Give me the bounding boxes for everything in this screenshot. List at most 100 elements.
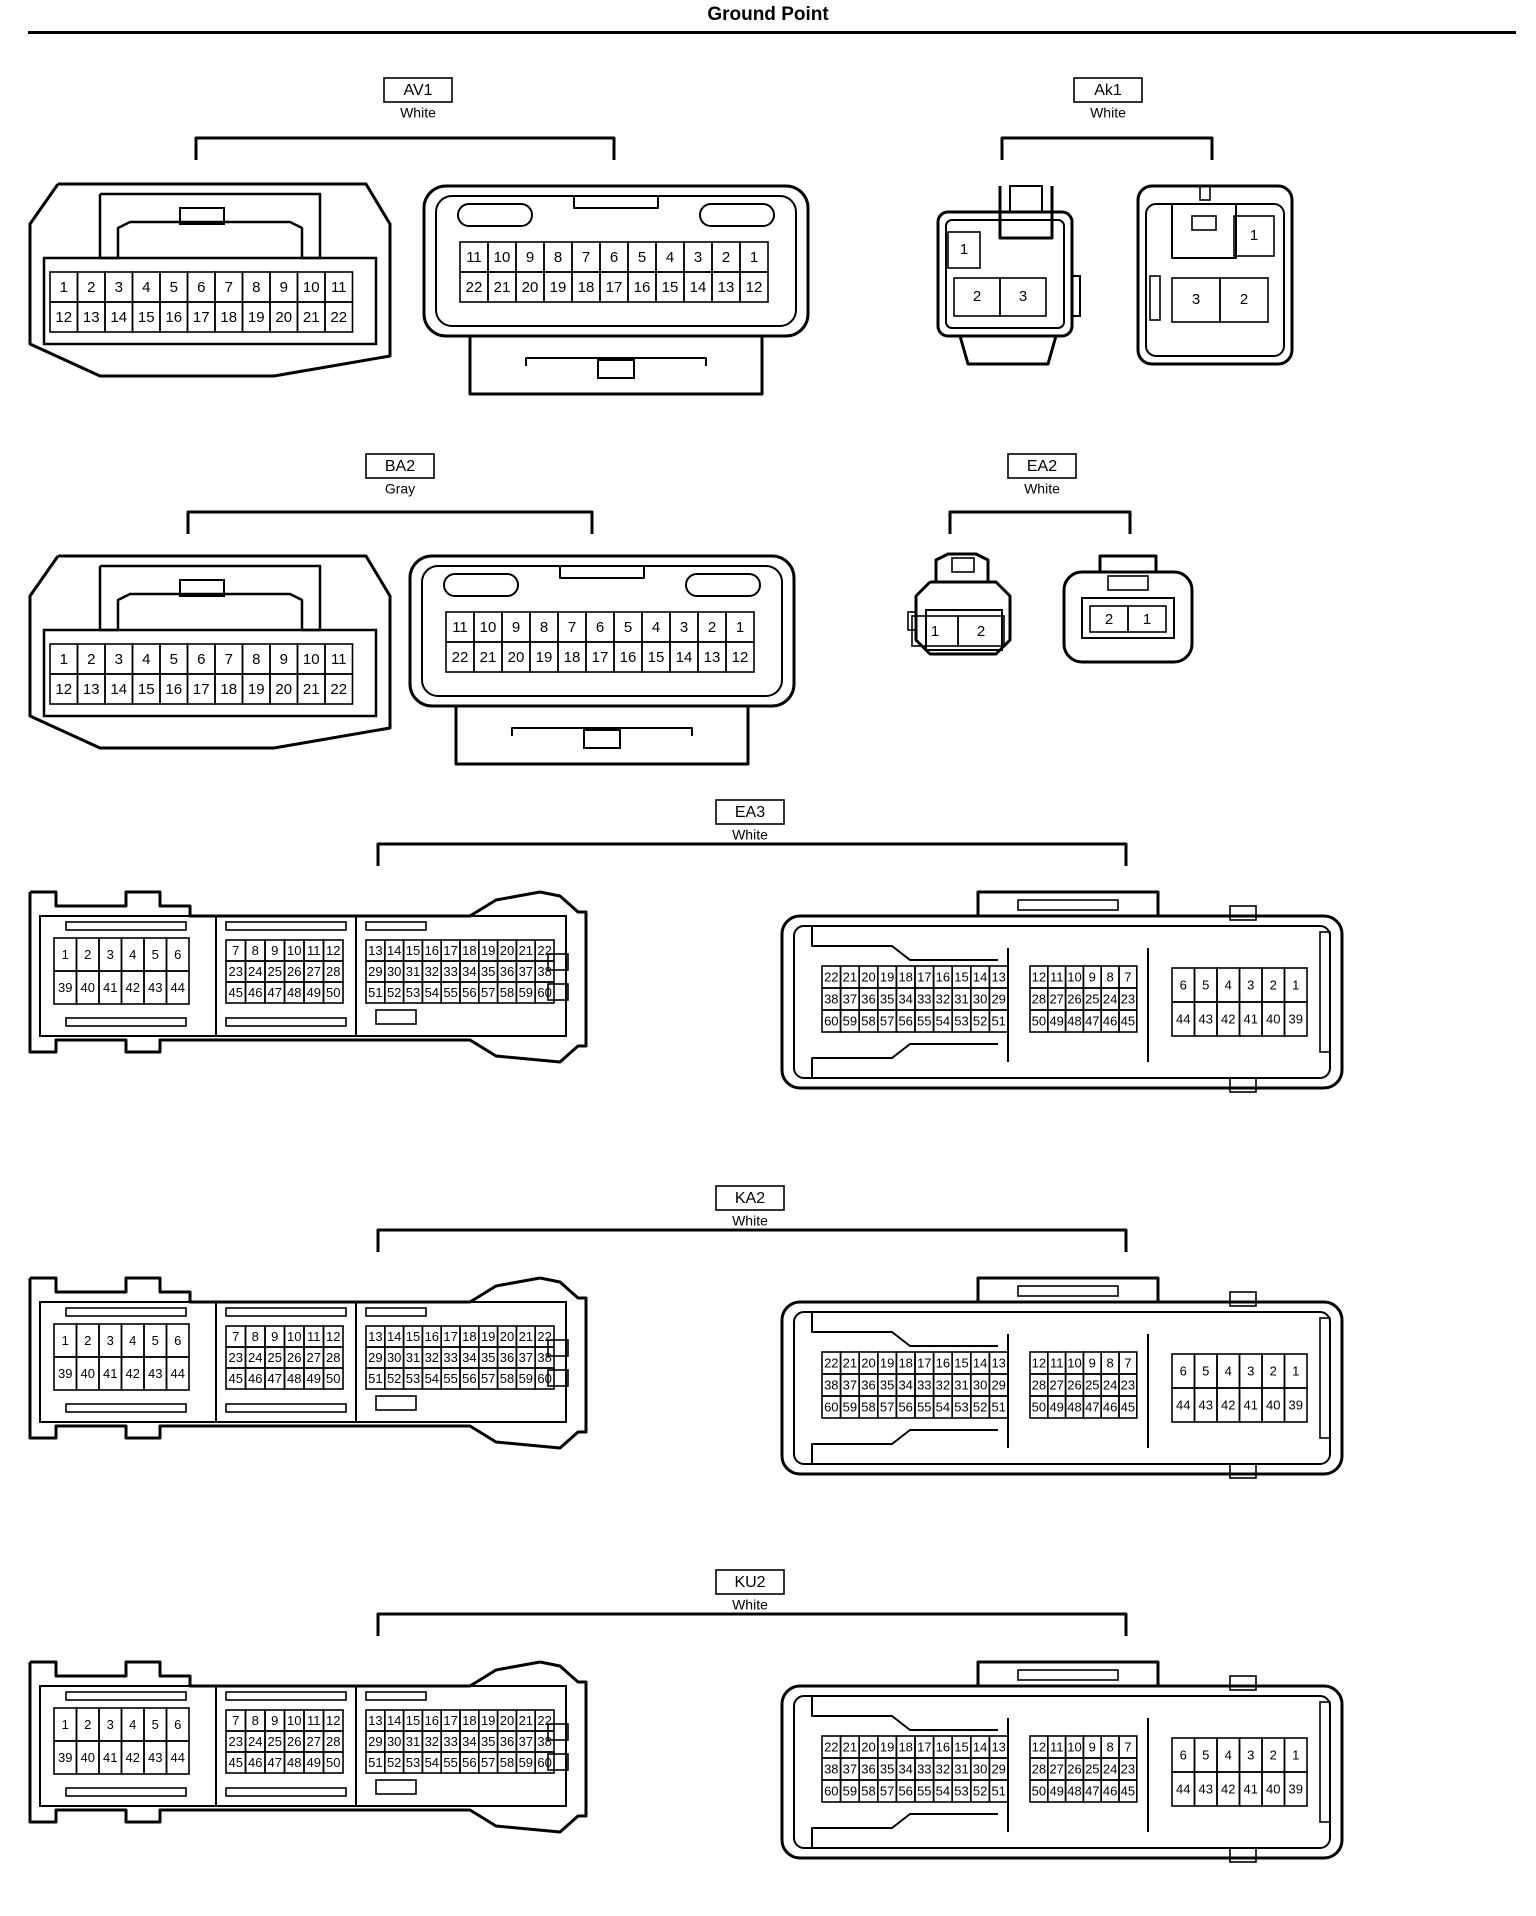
pin-number: 1 bbox=[931, 623, 939, 640]
pin-number: 11 bbox=[466, 249, 482, 266]
pin-number: 36 bbox=[500, 964, 514, 979]
pin-number: 22 bbox=[824, 1355, 838, 1370]
pin-number: 35 bbox=[481, 964, 495, 979]
housing-outline bbox=[408, 554, 796, 708]
pin-number: 16 bbox=[620, 649, 637, 666]
pin-number: 25 bbox=[268, 1350, 282, 1365]
pin-number: 16 bbox=[634, 279, 651, 296]
pin-number: 41 bbox=[1244, 1397, 1258, 1412]
pin-number: 13 bbox=[991, 969, 1005, 984]
pin-number: 45 bbox=[229, 1371, 243, 1386]
pin-number: 2 bbox=[84, 947, 91, 962]
pin-number: 48 bbox=[287, 985, 301, 1000]
connector-id: KU2 bbox=[734, 1574, 765, 1591]
pin-number: 59 bbox=[843, 1013, 857, 1028]
pin-number: 37 bbox=[519, 1734, 533, 1749]
connector-label-box bbox=[1073, 77, 1143, 103]
pin-number: 14 bbox=[973, 1355, 987, 1370]
pin-number: 55 bbox=[917, 1013, 931, 1028]
pin-number: 10 bbox=[287, 1329, 301, 1344]
pin-number: 31 bbox=[954, 1377, 968, 1392]
pin-number: 54 bbox=[425, 1371, 439, 1386]
lock-tab bbox=[597, 359, 635, 379]
pin-number: 17 bbox=[917, 1739, 931, 1754]
pin-number: 28 bbox=[1032, 1377, 1046, 1392]
pin-number: 48 bbox=[287, 1371, 301, 1386]
pin-number: 8 bbox=[252, 279, 260, 296]
pin-number: 50 bbox=[1032, 1013, 1046, 1028]
pin-number: 15 bbox=[406, 943, 420, 958]
housing-outline bbox=[1136, 184, 1294, 366]
pin-number: 10 bbox=[303, 279, 320, 296]
pin-number: 7 bbox=[1124, 1355, 1131, 1370]
pin-number: 39 bbox=[1289, 1011, 1303, 1026]
base bbox=[958, 335, 1058, 366]
pin-number: 15 bbox=[662, 279, 679, 296]
pin-number: 29 bbox=[368, 1734, 382, 1749]
pin-number: 46 bbox=[248, 985, 262, 1000]
pin-number: 17 bbox=[443, 1329, 457, 1344]
pin-number: 46 bbox=[248, 1371, 262, 1386]
pin-number: 38 bbox=[537, 1350, 551, 1365]
pin-number: 15 bbox=[954, 1355, 968, 1370]
pin-number: 35 bbox=[880, 1377, 894, 1392]
lock-tab bbox=[583, 729, 621, 749]
pin-number: 13 bbox=[83, 681, 100, 698]
rail bbox=[365, 921, 427, 931]
pin-number: 53 bbox=[406, 1371, 420, 1386]
pin-number: 45 bbox=[229, 1755, 243, 1770]
pin-number: 59 bbox=[519, 985, 533, 1000]
pin-number: 47 bbox=[1085, 1013, 1099, 1028]
latch bbox=[934, 552, 990, 582]
connector-label-box bbox=[715, 1569, 785, 1595]
pin-number: 9 bbox=[512, 619, 520, 636]
pin-number: 4 bbox=[142, 651, 150, 668]
rail bbox=[65, 1017, 187, 1027]
pin-number: 47 bbox=[1085, 1783, 1099, 1798]
inner-frame bbox=[1081, 597, 1175, 639]
lock-rib bbox=[525, 357, 707, 366]
pin-number: 48 bbox=[1067, 1399, 1081, 1414]
pin-cell bbox=[1118, 1779, 1138, 1803]
pin-number: 1 bbox=[736, 619, 744, 636]
pin-number: 16 bbox=[425, 1329, 439, 1344]
key bbox=[547, 1723, 569, 1741]
pin-number: 6 bbox=[174, 1333, 181, 1348]
pin-number: 14 bbox=[110, 309, 127, 326]
pin-number: 33 bbox=[917, 991, 931, 1006]
pin-number: 21 bbox=[843, 1355, 857, 1370]
pin-number: 18 bbox=[462, 1329, 476, 1344]
pin-number: 54 bbox=[425, 1755, 439, 1770]
pin-number: 44 bbox=[1176, 1397, 1190, 1412]
pin-number: 4 bbox=[1225, 977, 1232, 992]
pin-number: 28 bbox=[326, 964, 340, 979]
pin-cell bbox=[1127, 605, 1167, 633]
pin-number: 23 bbox=[229, 964, 243, 979]
pin-number: 1 bbox=[750, 249, 758, 266]
pin-number: 6 bbox=[1180, 1363, 1187, 1378]
pin-number: 34 bbox=[462, 1350, 476, 1365]
pin-number: 15 bbox=[138, 309, 155, 326]
pin-cell bbox=[1219, 277, 1269, 323]
pin-number: 58 bbox=[500, 1755, 514, 1770]
pin-number: 19 bbox=[248, 309, 265, 326]
pin-number: 34 bbox=[462, 964, 476, 979]
pin-cell bbox=[947, 231, 981, 269]
pin-number: 41 bbox=[1244, 1011, 1258, 1026]
pin-number: 28 bbox=[326, 1350, 340, 1365]
connector-id: Ak1 bbox=[1094, 82, 1122, 99]
pin-number: 35 bbox=[880, 1761, 894, 1776]
pin-number: 33 bbox=[443, 964, 457, 979]
pin-number: 12 bbox=[326, 1713, 340, 1728]
